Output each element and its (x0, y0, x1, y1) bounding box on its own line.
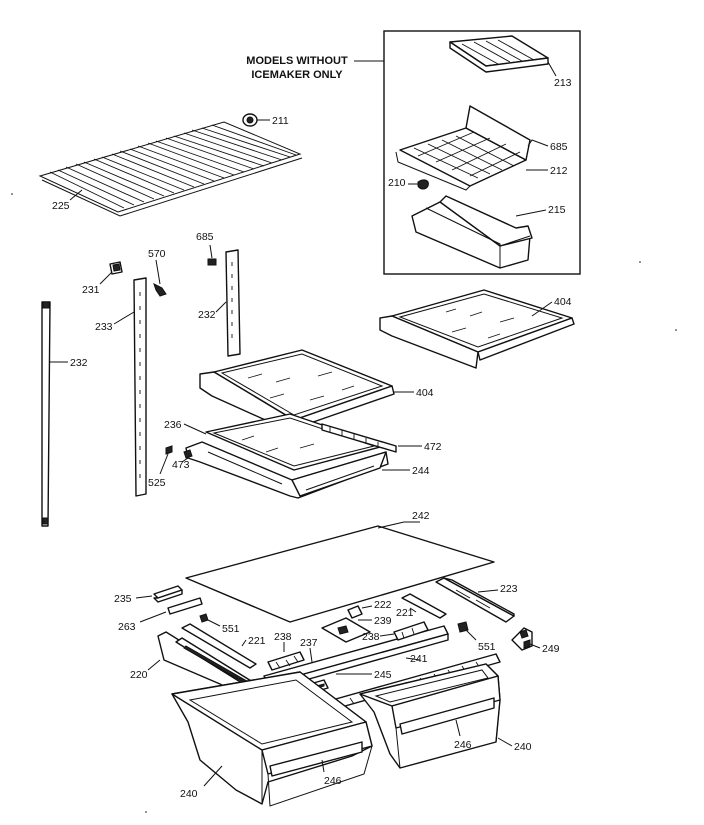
callout-210: 210 (388, 177, 406, 189)
callout-685: 685 (196, 231, 214, 243)
callout-551-right: 551 (478, 641, 496, 653)
callout-570: 570 (148, 248, 166, 260)
callout-232-left: 232 (70, 357, 88, 369)
callout-240-right: 240 (514, 741, 532, 753)
callout-404-right: 404 (554, 296, 572, 308)
part-473-clip (183, 449, 193, 459)
callout-685-inset: 685 (550, 141, 568, 153)
part-685-screw (207, 258, 217, 266)
part-244-crisper-frame (185, 441, 389, 499)
part-222-clip (347, 605, 363, 619)
part-238-bracket-left (267, 651, 305, 671)
part-570-screw (153, 283, 167, 297)
part-225-wire-shelf (38, 121, 303, 217)
callout-246-right: 246 (454, 739, 472, 751)
part-404-center-shelf (199, 349, 395, 433)
part-238-bracket-right (393, 621, 429, 641)
callout-238-right: 238 (362, 631, 380, 643)
inset-title-line2: ICEMAKER ONLY (251, 69, 343, 81)
part-235-channel (153, 585, 183, 603)
callout-472: 472 (424, 441, 442, 453)
callout-222: 222 (374, 599, 392, 611)
callout-245: 245 (374, 669, 392, 681)
callout-263: 263 (118, 621, 136, 633)
part-210-clip (417, 179, 429, 190)
callout-235: 235 (114, 593, 132, 605)
part-404-right-shelf (379, 289, 575, 369)
callout-246-left: 246 (324, 775, 342, 787)
callout-215: 215 (548, 204, 566, 216)
callout-213: 213 (554, 77, 572, 89)
stray-marks (11, 193, 677, 813)
callout-221-left: 221 (248, 635, 266, 647)
part-240-left-drawer (171, 671, 373, 807)
callout-249: 249 (542, 643, 560, 655)
part-212-ice-rack (395, 105, 531, 191)
part-236-glass-cover (205, 413, 385, 471)
callout-233: 233 (95, 321, 113, 333)
part-239-bracket (321, 617, 371, 643)
part-232-short-rail (225, 249, 241, 357)
part-211-cap (242, 113, 258, 127)
part-525-screw (159, 445, 173, 475)
part-233-long-rail (133, 277, 147, 497)
callout-244: 244 (412, 465, 430, 477)
callout-242: 242 (412, 510, 430, 522)
callout-551-left: 551 (222, 623, 240, 635)
part-223-right-rail (435, 577, 515, 623)
part-231-bracket (109, 261, 123, 275)
part-263-channel (167, 597, 203, 615)
callout-225: 225 (52, 200, 70, 212)
part-472-slide-rail (321, 423, 397, 453)
callout-231: 231 (82, 284, 100, 296)
callout-232-short: 232 (198, 309, 216, 321)
callout-238-left: 238 (274, 631, 292, 643)
callout-404-center: 404 (416, 387, 434, 399)
callout-237: 237 (300, 637, 318, 649)
part-221-left-rail (181, 623, 257, 669)
callout-236: 236 (164, 419, 182, 431)
icemaker-inset: MODELS WITHOUT ICEMAKER ONLY 213 685 212… (246, 30, 581, 275)
part-551-screw-left (199, 613, 209, 623)
part-242-crisper-cover (185, 525, 495, 623)
callout-220: 220 (130, 669, 148, 681)
part-213-ice-tray (449, 35, 549, 73)
callout-212: 212 (550, 165, 568, 177)
inset-title-line1: MODELS WITHOUT (246, 55, 348, 67)
callout-240-left: 240 (180, 788, 198, 800)
callout-223: 223 (500, 583, 518, 595)
part-215-ice-bucket (411, 195, 533, 269)
callout-221-right: 221 (396, 607, 414, 619)
part-221-right-rail (401, 593, 447, 619)
part-249-hinge (511, 627, 533, 651)
callout-473: 473 (172, 459, 190, 471)
callout-239: 239 (374, 615, 392, 627)
part-551-screw-right (457, 621, 469, 633)
callout-211: 211 (272, 115, 289, 127)
part-246-right-handle (399, 697, 495, 735)
callout-525: 525 (148, 477, 166, 489)
callout-241: 241 (410, 653, 428, 665)
part-246-left-handle (269, 741, 363, 777)
inset-frame (383, 30, 581, 275)
part-232-left-rail (41, 301, 51, 527)
part-220-end-bracket (157, 631, 257, 699)
part-240-right-drawer (359, 663, 501, 769)
